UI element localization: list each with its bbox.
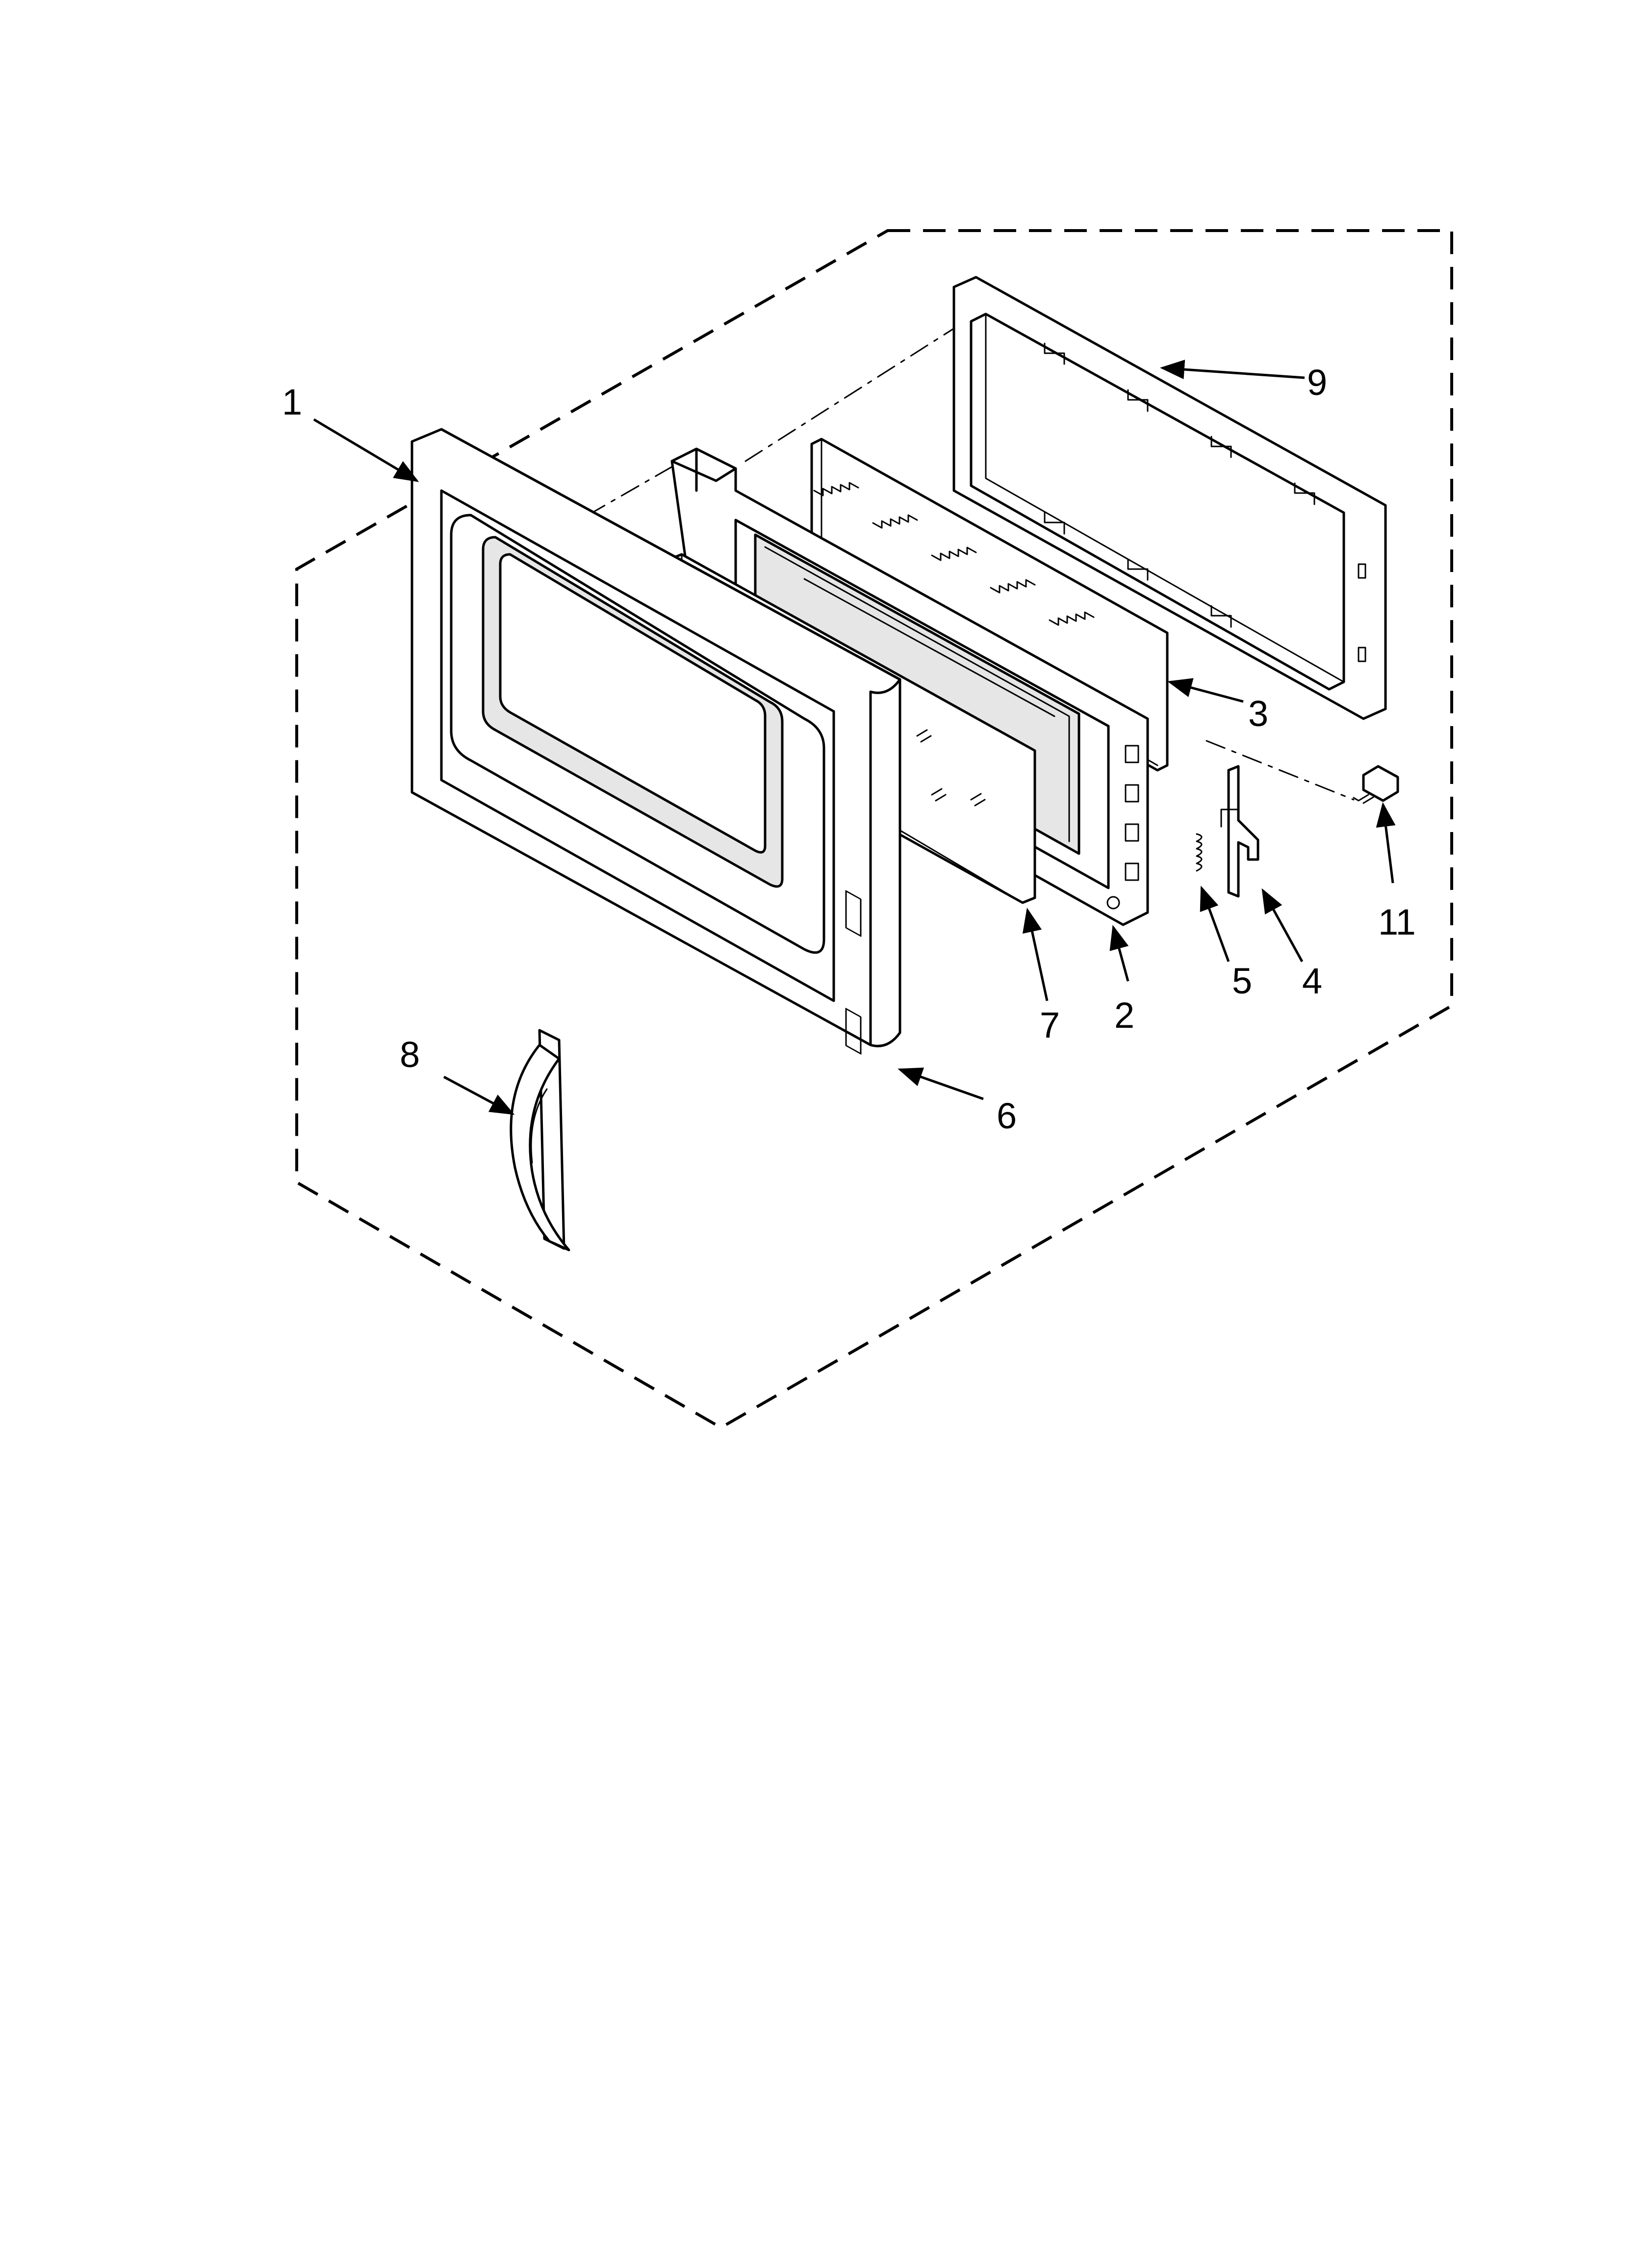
callout-6: 6 bbox=[997, 1095, 1017, 1136]
leader-arrows bbox=[313, 360, 1396, 1115]
door-front-part-6 bbox=[410, 428, 901, 1055]
callout-2: 2 bbox=[1114, 995, 1134, 1036]
handle-part-8 bbox=[510, 1029, 570, 1251]
callout-3: 3 bbox=[1248, 693, 1268, 734]
callout-8: 8 bbox=[400, 1034, 420, 1075]
rear-frame-part-9 bbox=[952, 276, 1387, 720]
callout-4: 4 bbox=[1302, 961, 1322, 1001]
callout-11: 11 bbox=[1378, 902, 1416, 942]
latch-part-4 bbox=[1220, 765, 1259, 898]
assembly-boundary bbox=[295, 229, 1453, 1430]
spring-part-5 bbox=[1196, 833, 1203, 872]
screw-part-11 bbox=[1353, 765, 1399, 804]
callout-labels: 1 2 3 4 5 6 7 8 9 11 bbox=[282, 362, 1416, 1136]
alignment-lines bbox=[485, 323, 1355, 801]
callout-5: 5 bbox=[1232, 961, 1252, 1001]
callout-9: 9 bbox=[1307, 362, 1327, 403]
callout-7: 7 bbox=[1040, 1005, 1060, 1045]
callout-1: 1 bbox=[282, 382, 302, 422]
